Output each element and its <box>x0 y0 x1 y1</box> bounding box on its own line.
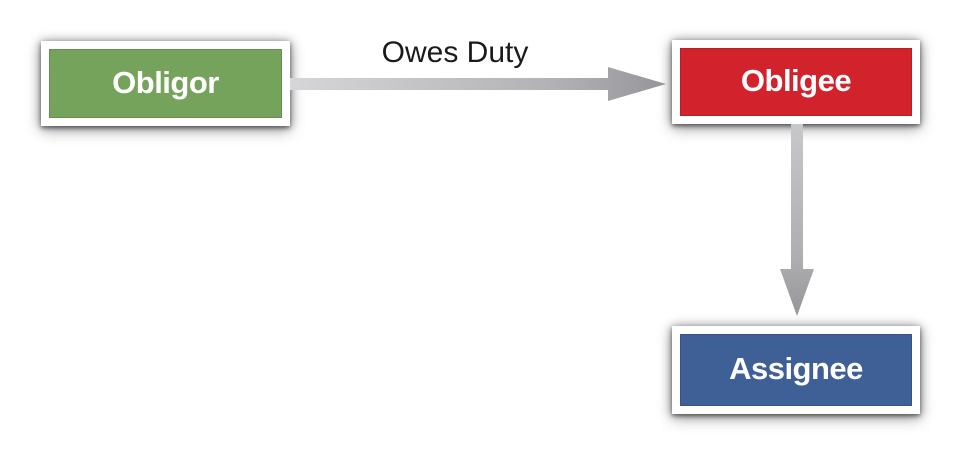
node-obligee-fill: Obligee <box>680 48 912 116</box>
node-obligee-label: Obligee <box>740 63 852 98</box>
node-obligor-label: Obligor <box>112 64 219 100</box>
node-obligee: Obligee <box>672 40 920 124</box>
node-assignee: Assignee <box>672 326 920 414</box>
node-obligor: Obligor <box>41 41 290 126</box>
arrow-right-icon <box>290 67 666 101</box>
arrow-down-icon <box>780 124 814 316</box>
edge-label-owes-duty: Owes Duty <box>381 36 529 69</box>
node-assignee-label: Assignee <box>729 351 863 386</box>
node-assignee-fill: Assignee <box>680 334 912 406</box>
node-obligor-fill: Obligor <box>49 49 282 118</box>
